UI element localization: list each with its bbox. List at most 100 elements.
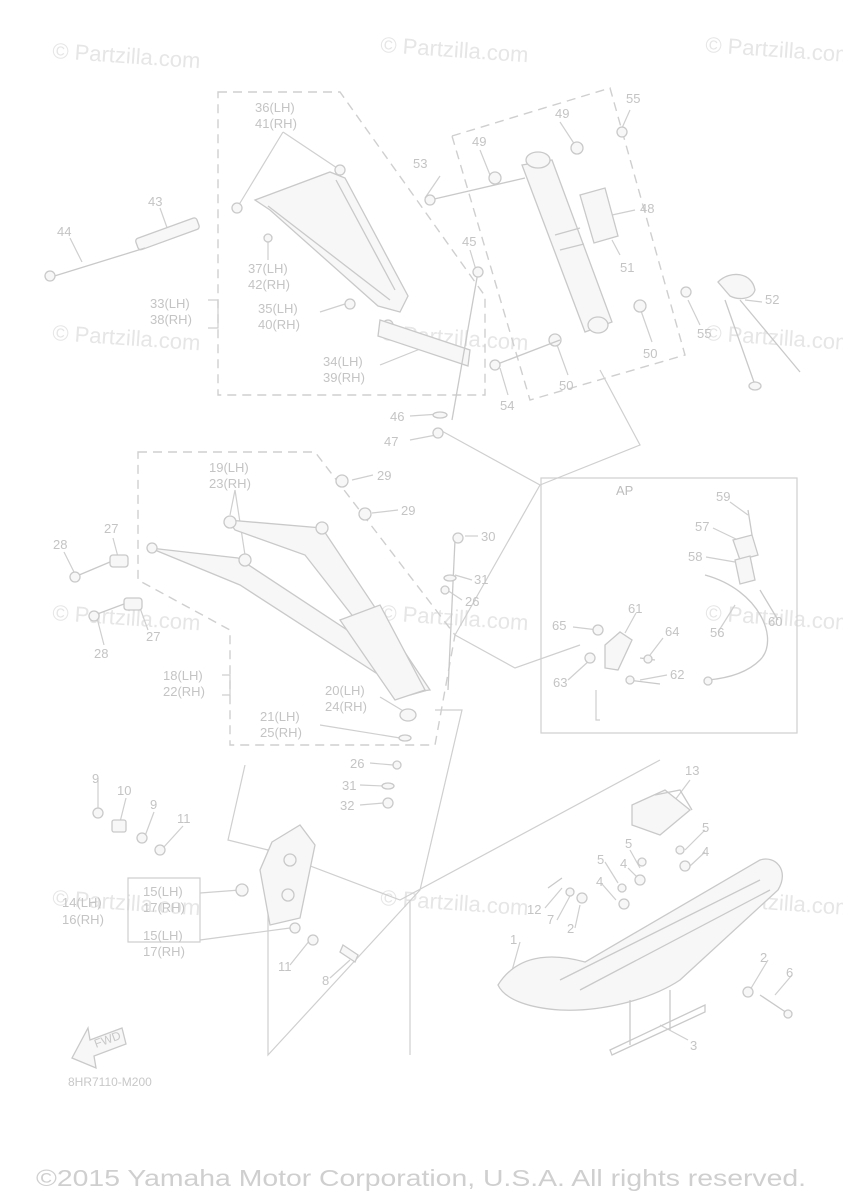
ski-handle-13	[631, 789, 692, 836]
nut-47	[432, 427, 444, 439]
callout-61: 61	[628, 601, 642, 616]
callout-62: 62	[670, 667, 684, 682]
washer-4b	[679, 860, 691, 872]
callout-31: 31	[474, 572, 488, 587]
callout-37: 37(LH)	[248, 261, 288, 276]
callout-19: 19(LH)	[209, 460, 249, 475]
callout-17: 17(RH)	[143, 900, 185, 915]
callout-36: 36(LH)	[255, 100, 295, 115]
watermark: © Partzilla.com	[705, 320, 843, 355]
bolt-53	[429, 177, 526, 201]
callout-2: 2	[567, 921, 574, 936]
callout-56: 56	[710, 625, 724, 640]
watermark: © Partzilla.com	[380, 885, 530, 920]
clamp-57	[732, 534, 759, 561]
bushing-36	[231, 202, 243, 214]
clip-7	[565, 887, 575, 897]
washer-4a	[634, 874, 646, 886]
cable-56	[704, 574, 769, 681]
bushing-29b	[358, 507, 372, 521]
lower-a-arm-group	[69, 474, 464, 809]
spindle	[259, 824, 316, 926]
bushing-49a	[488, 171, 502, 185]
callout-26: 26	[350, 756, 364, 771]
screw-60	[759, 589, 779, 621]
nut-63	[584, 652, 596, 664]
callout-41: 41(RH)	[255, 116, 297, 131]
callout-50: 50	[559, 378, 573, 393]
ap-detail-box	[540, 477, 798, 734]
upper-a-arm	[253, 171, 409, 313]
callout-22: 22(RH)	[163, 684, 205, 699]
leader-lines	[63, 109, 793, 1041]
callout-15: 15(LH)	[143, 884, 183, 899]
washer-31a	[443, 574, 457, 582]
bushing-29a	[335, 474, 349, 488]
callout-28: 28	[94, 646, 108, 661]
shock-group-outline	[451, 87, 686, 401]
callout-49: 49	[555, 106, 569, 121]
callout-52: 52	[765, 292, 779, 307]
runner-3	[609, 1003, 706, 1056]
link-61	[604, 631, 633, 671]
callout-26: 26	[465, 594, 479, 609]
tie-rod-end	[377, 319, 471, 367]
bushing-15b	[289, 922, 301, 934]
callout-64: 64	[665, 624, 679, 639]
washer-46	[432, 411, 448, 419]
watermark: © Partzilla.com	[705, 32, 843, 67]
callout-46: 46	[390, 409, 404, 424]
callout-50: 50	[643, 346, 657, 361]
callout-25: 25(RH)	[260, 725, 302, 740]
upper-arm-group-outline	[217, 91, 486, 396]
callout-44: 44	[57, 224, 71, 239]
callout-45: 45	[462, 234, 476, 249]
kingpin-45	[451, 271, 479, 421]
callout-33: 33(LH)	[150, 296, 190, 311]
callout-29: 29	[377, 468, 391, 483]
callout-49: 49	[472, 134, 486, 149]
callout-27: 27	[104, 521, 118, 536]
shock-absorber-group	[424, 126, 801, 391]
copyright-notice: ©2015 Yamaha Motor Corporation, U.S.A. A…	[36, 1165, 806, 1191]
callout-48: 48	[640, 201, 654, 216]
collar-10	[111, 819, 127, 833]
callout-4: 4	[702, 844, 709, 859]
ski-1	[497, 858, 784, 1011]
callout-6: 6	[786, 965, 793, 980]
nut-32	[382, 797, 394, 809]
watermark: © Partzilla.com	[380, 600, 530, 635]
pin-8	[339, 944, 359, 963]
bushing-15a	[235, 883, 249, 897]
washer-2b	[742, 986, 754, 998]
callout-9: 9	[92, 771, 99, 786]
callout-51: 51	[620, 260, 634, 275]
watermark: © Partzilla.com	[380, 32, 530, 67]
lower-arm-bracket	[338, 604, 426, 701]
callout-47: 47	[384, 434, 398, 449]
callout-43: 43	[148, 194, 162, 209]
callout-5: 5	[597, 852, 604, 867]
callout-7: 7	[547, 912, 554, 927]
callout-16: 16(RH)	[62, 912, 104, 927]
callout-38: 38(RH)	[150, 312, 192, 327]
screw-59	[747, 509, 753, 536]
bracket-58	[734, 555, 756, 585]
callout-11: 11	[177, 811, 191, 826]
shaft-43	[135, 217, 200, 251]
washer-4c	[618, 898, 630, 910]
clip-21	[398, 734, 412, 742]
callout-12: 12	[527, 902, 541, 917]
callout-55: 55	[626, 91, 640, 106]
upper-a-arm-group	[44, 164, 484, 439]
bushing-37	[263, 233, 273, 243]
callout-35: 35(LH)	[258, 301, 298, 316]
ap-detail-parts	[584, 509, 779, 686]
callout-9: 9	[150, 797, 157, 812]
callout-labels: 36(LH) 41(RH) 43 44 37(LH) 42(RH) 33(LH)…	[53, 91, 793, 1053]
callout-23: 23(RH)	[209, 476, 251, 491]
callout-13: 13	[685, 763, 699, 778]
callout-32: 32	[340, 798, 354, 813]
callout-27: 27	[146, 629, 160, 644]
